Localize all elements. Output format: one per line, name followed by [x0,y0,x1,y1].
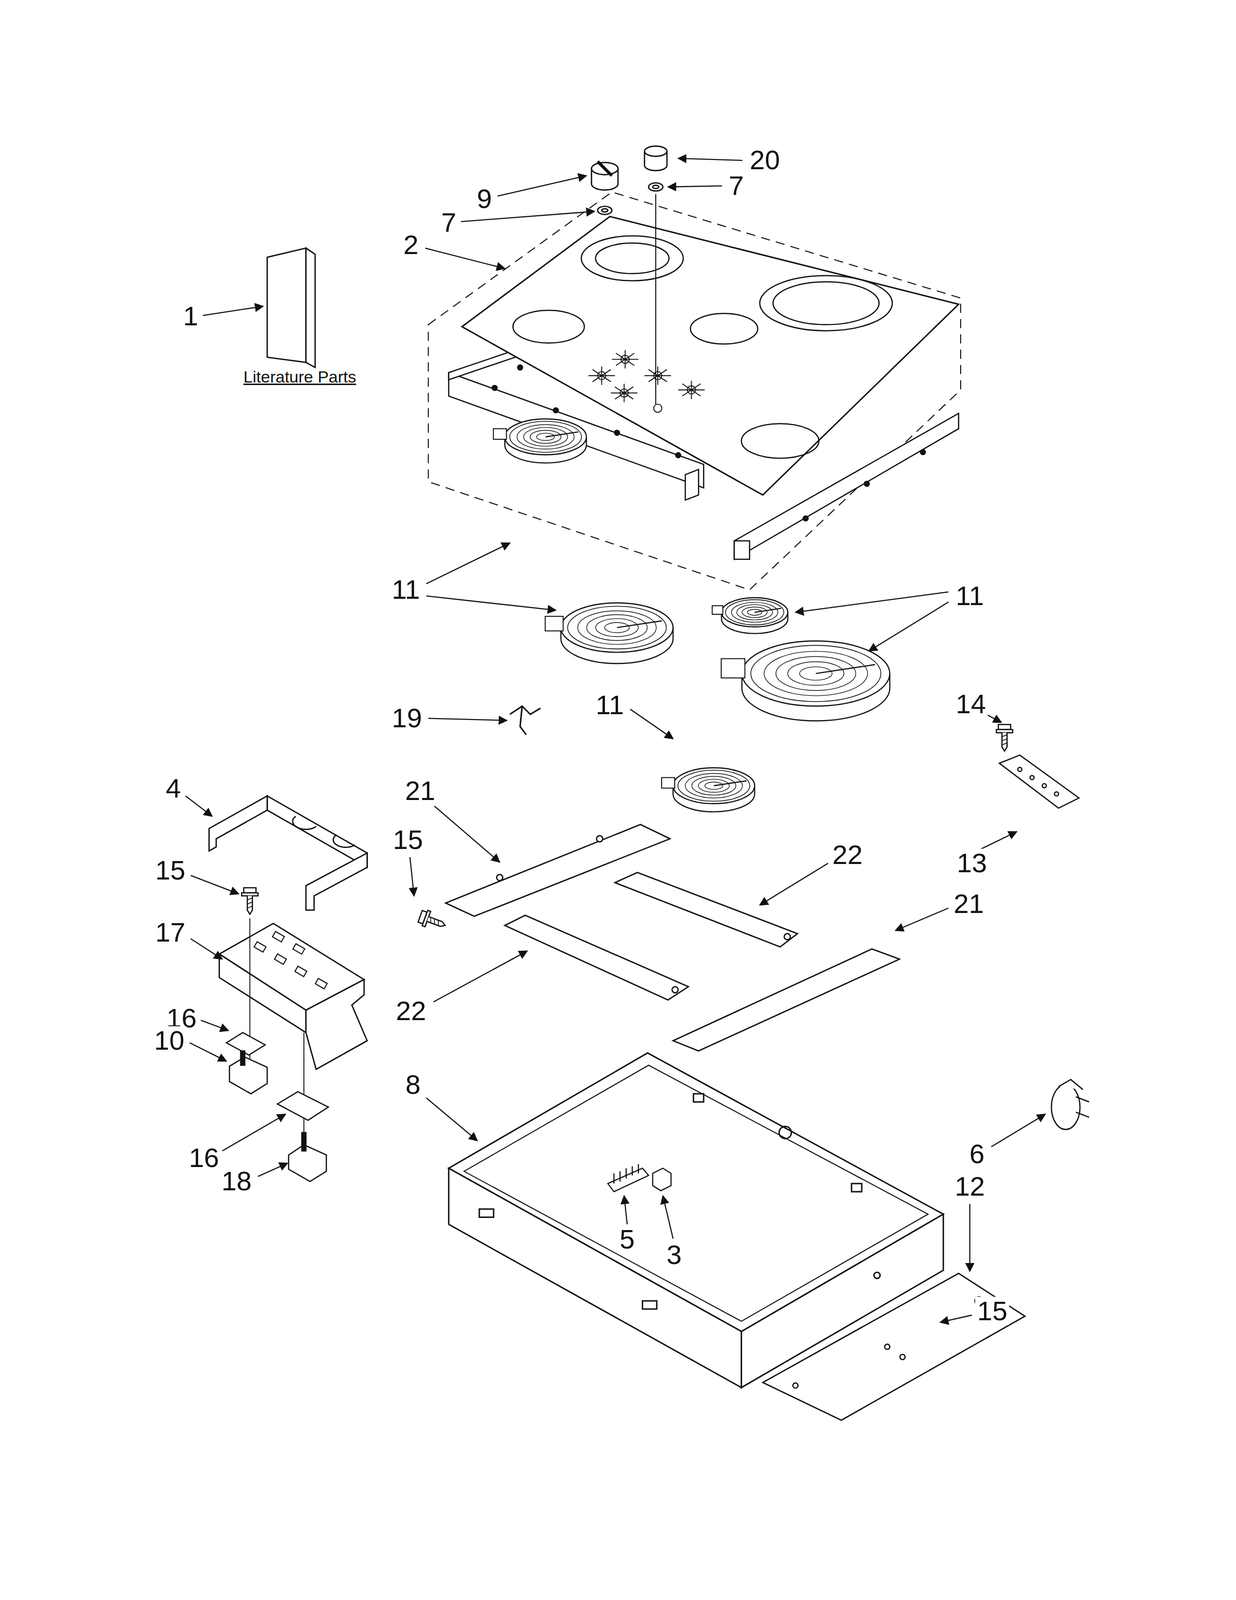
callout-number: 15 [390,824,425,854]
callout-number: 5 [617,1224,637,1254]
callout-number: 17 [153,918,188,947]
callout-number: 22 [830,840,865,870]
callout-number: 6 [967,1139,987,1168]
callout-number: 20 [747,145,782,175]
callout-number: 9 [475,184,494,214]
callout-number: 13 [954,848,989,878]
callout-number: 21 [403,776,438,805]
callout-number: 8 [403,1069,423,1099]
callout-number: 18 [219,1166,254,1196]
callout-number: 4 [163,774,183,803]
callout-number: 2 [401,230,421,260]
callout-number: 7 [726,171,746,201]
callout-number: 10 [152,1026,187,1055]
callout-number: 11 [389,575,422,604]
callout-number: 11 [593,690,626,719]
callout-number: 21 [951,889,986,919]
callout-number: 7 [439,207,459,237]
callout-number: 22 [394,996,428,1026]
leader-lines [185,158,1046,1323]
callout-number: 15 [153,855,188,885]
callout-number: 12 [952,1171,987,1201]
callout-number: 19 [389,703,424,733]
section-title: Literature Parts [241,368,358,387]
callout-number: 11 [953,581,986,610]
callout-number: 16 [187,1143,222,1173]
callout-number: 3 [664,1239,684,1269]
callout-number: 15 [975,1296,1010,1325]
callout-number: 14 [953,689,988,718]
callout-number: 1 [181,301,201,331]
